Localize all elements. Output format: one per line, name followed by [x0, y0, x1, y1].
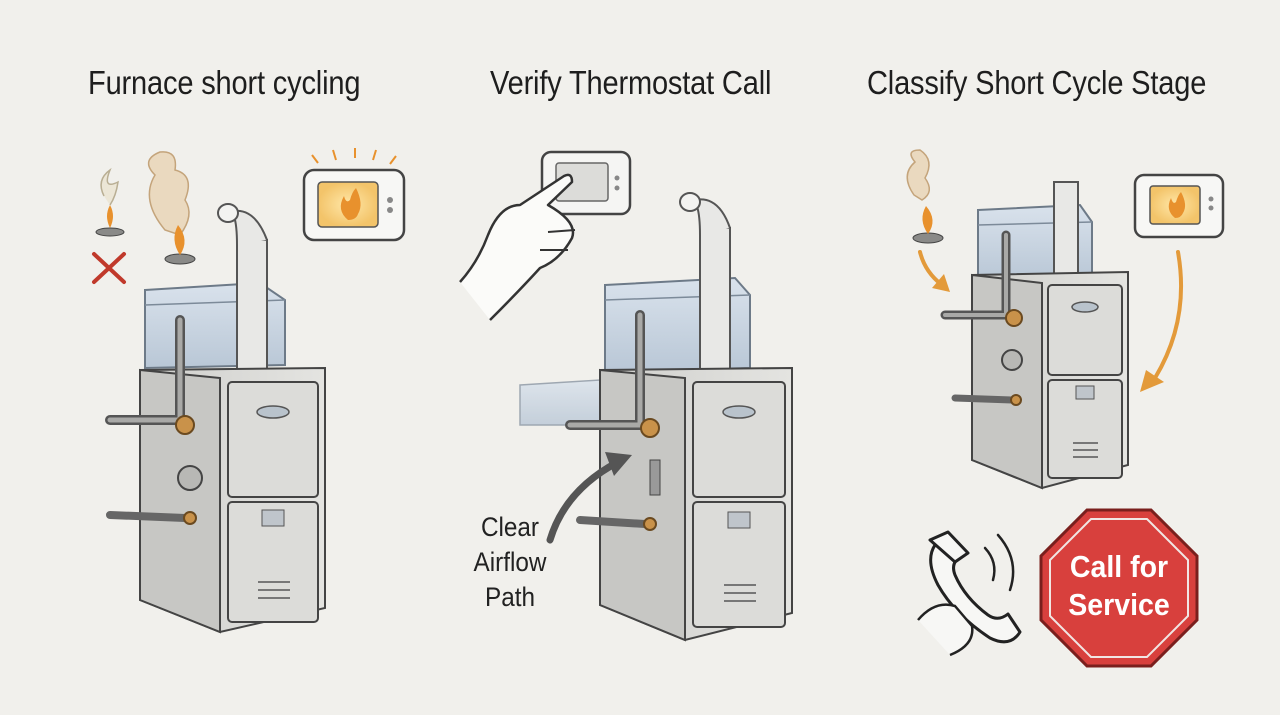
furnace-illustration-1	[105, 203, 326, 634]
airflow-label-line-3: Path	[484, 582, 535, 612]
burner-flame-3	[906, 149, 944, 244]
stop-sign-shape	[1039, 508, 1199, 668]
call-for-service-sign: Call for Service	[1040, 508, 1198, 666]
panel-title-short-cycling: Furnace short cycling	[88, 64, 361, 101]
furnace-illustration-2	[565, 192, 793, 642]
thermostat-heat-on-3	[1133, 173, 1225, 239]
stage-arrow-right	[1140, 250, 1184, 392]
service-line-2: Service	[1068, 587, 1170, 622]
panel-title-classify-stage: Classify Short Cycle Stage	[867, 64, 1207, 101]
stage-arrow-left	[918, 250, 950, 292]
panel-title-verify-thermostat: Verify Thermostat Call	[490, 64, 772, 101]
call-for-service-text: Call for Service	[1046, 548, 1191, 624]
clear-airflow-path-label: Clear Airflow Path	[461, 510, 560, 615]
furnace-illustration-3	[940, 181, 1129, 490]
airflow-label-line-2: Airflow	[473, 547, 547, 577]
failed-ignition-cross-icon	[92, 252, 126, 284]
airflow-label-line-1: Clear	[480, 512, 540, 542]
airflow-arrow	[546, 452, 632, 544]
service-line-1: Call for	[1069, 549, 1169, 584]
thermostat-2	[540, 150, 632, 216]
hand-pressing-thermostat-icon	[459, 173, 576, 321]
phone-call-icon	[917, 530, 1022, 657]
thermostat-heat-on-1	[302, 148, 406, 242]
burner-flame-weak	[95, 167, 125, 237]
supply-duct-2	[519, 379, 601, 426]
burner-flame-smoking	[147, 151, 196, 265]
